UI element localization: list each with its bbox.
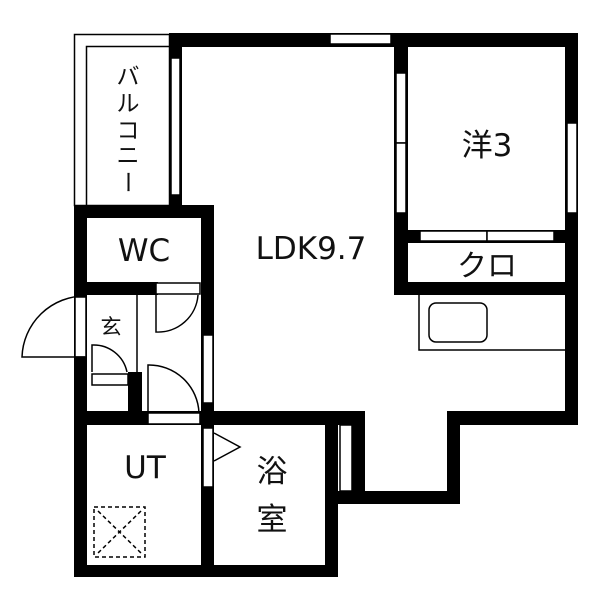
doors <box>21 294 242 462</box>
wc-door <box>155 294 199 333</box>
closet-door-1 <box>419 230 488 242</box>
label-utility: UT <box>124 450 167 486</box>
label-balcony: バ ル コ ニ ー <box>114 64 140 194</box>
label-western-room: 洋3 <box>462 128 513 164</box>
balcony-char: コ <box>117 118 140 144</box>
entrance-door-panel <box>74 296 87 358</box>
entrance-door <box>21 295 86 358</box>
ut-door-panel <box>147 412 201 425</box>
bottom-wall <box>74 565 338 577</box>
balcony-char: ル <box>117 91 140 117</box>
kitchen-counter <box>418 295 565 351</box>
window-top <box>329 33 392 45</box>
balcony-char: ー <box>114 171 140 194</box>
step-wall-vertical <box>447 411 460 504</box>
step-wall-top <box>447 411 578 425</box>
sliding-door-1 <box>395 72 407 144</box>
label-ldk: LDK9.7 <box>256 231 367 267</box>
wc-door-panel <box>155 282 201 295</box>
bath-folding-door <box>213 432 242 462</box>
window-balcony <box>170 57 181 196</box>
washer-space <box>93 506 146 558</box>
shoe-box-block <box>128 372 142 413</box>
wc-bottom-wall <box>74 282 158 295</box>
bath-right-wall <box>325 411 338 577</box>
walls <box>74 33 578 577</box>
balcony-char: バ <box>117 64 140 90</box>
right-wall <box>565 33 578 425</box>
bath-top-wall <box>201 411 365 425</box>
label-closet: クロ <box>457 249 517 284</box>
label-bath-1: 浴 <box>257 454 288 490</box>
step-wall-bottom <box>338 491 460 504</box>
label-wc: WC <box>118 233 170 269</box>
label-entrance: 玄 <box>101 315 122 339</box>
sink <box>428 302 488 343</box>
bath-window <box>339 424 353 492</box>
shoe-box-door <box>91 344 128 373</box>
windows <box>74 33 578 492</box>
window-right <box>566 122 578 214</box>
sliding-door-2 <box>395 142 407 214</box>
closet-door-2 <box>486 230 555 242</box>
ldk-door-panel <box>202 334 214 404</box>
balcony-char: ニ <box>117 143 140 169</box>
ut-door <box>147 364 200 414</box>
shoe-box-panel <box>91 373 129 386</box>
bath-outer-wall <box>352 411 365 504</box>
label-bath-2: 室 <box>257 502 288 538</box>
wc-top-wall <box>74 205 214 218</box>
left-wall <box>74 205 87 577</box>
bath-door-panel <box>202 427 214 488</box>
closet-bottom-wall <box>394 282 578 295</box>
